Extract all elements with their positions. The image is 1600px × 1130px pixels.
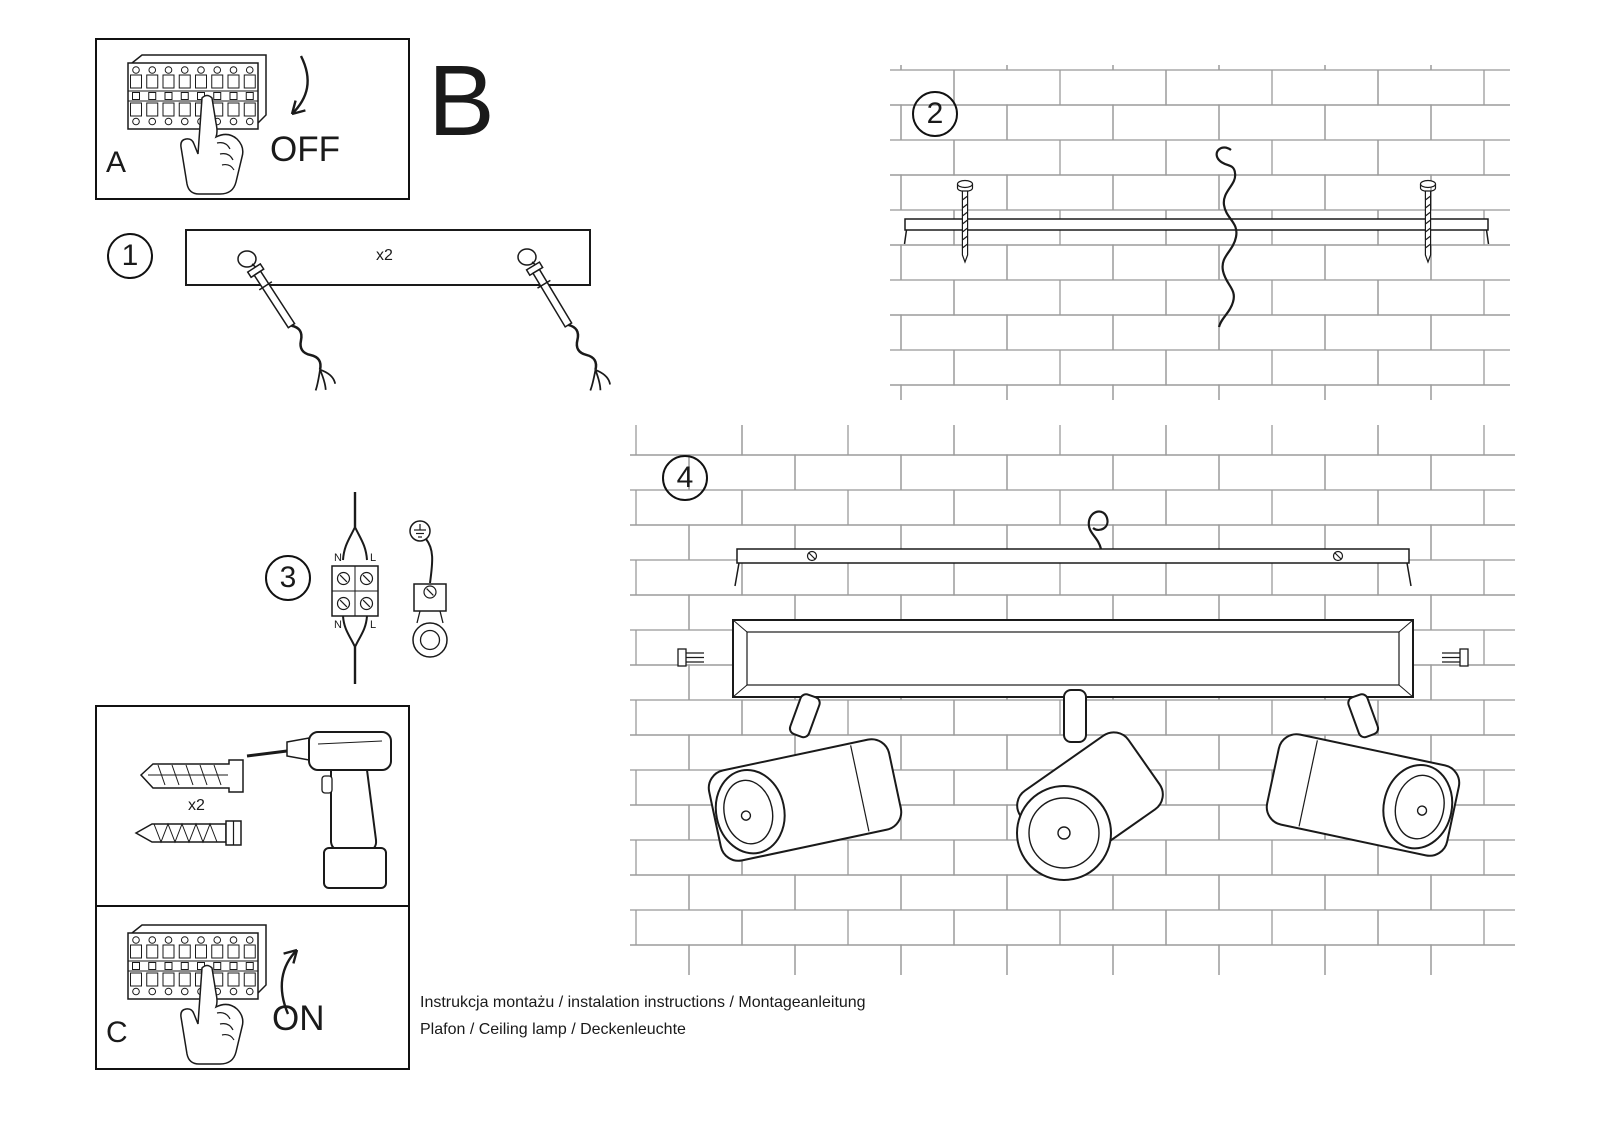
step4-drawing xyxy=(630,425,1515,975)
spotlight-right-drawing xyxy=(1265,693,1461,857)
drill-icon xyxy=(246,731,392,889)
footer-line-1: Instrukcja montażu / instalation instruc… xyxy=(420,994,866,1011)
brick-wall-step2 xyxy=(890,65,1510,400)
panel-a-drawing xyxy=(128,55,309,195)
step3-drawing xyxy=(331,492,448,684)
side-screw-right-icon xyxy=(1442,648,1469,667)
wall-plug-icon xyxy=(139,759,244,793)
arrow-down-icon xyxy=(290,55,309,116)
terminal-label-l-top: L xyxy=(370,552,377,564)
footer-line-2: Plafon / Ceiling lamp / Deckenleuchte xyxy=(420,1021,686,1038)
lamp-base-drawing xyxy=(732,619,1414,698)
on-label: ON xyxy=(272,999,325,1038)
mains-cable-drawing xyxy=(1215,146,1238,328)
tools-drawing xyxy=(134,731,392,889)
screw-icon xyxy=(134,820,242,846)
arrow-up-icon xyxy=(280,948,299,1015)
panel-c-label: C xyxy=(106,1016,128,1049)
mounting-bar-installed xyxy=(734,548,1412,587)
step1-qty-label: x2 xyxy=(376,247,393,264)
panel-c-box xyxy=(95,905,410,1070)
terminal-label-l-bottom: L xyxy=(370,619,377,631)
step2-drawing xyxy=(890,65,1510,400)
step-2-badge: 2 xyxy=(912,91,958,137)
terminal-label-n-top: N xyxy=(334,552,342,564)
panel-c-drawing xyxy=(128,925,299,1065)
tools-qty-label: x2 xyxy=(188,797,205,814)
panel-a-box xyxy=(95,38,410,200)
step-3-badge: 3 xyxy=(265,555,311,601)
panel-a-label: A xyxy=(106,146,127,179)
step-4-badge: 4 xyxy=(662,455,708,501)
step1-drawing xyxy=(185,229,614,397)
ground-connector-drawing xyxy=(409,520,448,658)
step-1-badge: 1 xyxy=(107,233,153,279)
spotlight-left-drawing xyxy=(707,693,903,862)
off-label: OFF xyxy=(270,130,340,169)
cable-loop-drawing xyxy=(1087,510,1109,550)
spotlight-middle-drawing xyxy=(1016,689,1164,881)
mounting-bar-step2 xyxy=(903,218,1490,245)
section-b-label: B xyxy=(428,45,495,157)
terminal-label-n-bottom: N xyxy=(334,619,342,631)
tools-box xyxy=(95,705,410,907)
terminal-block-drawing xyxy=(331,565,379,617)
side-screw-left-icon xyxy=(677,648,704,667)
